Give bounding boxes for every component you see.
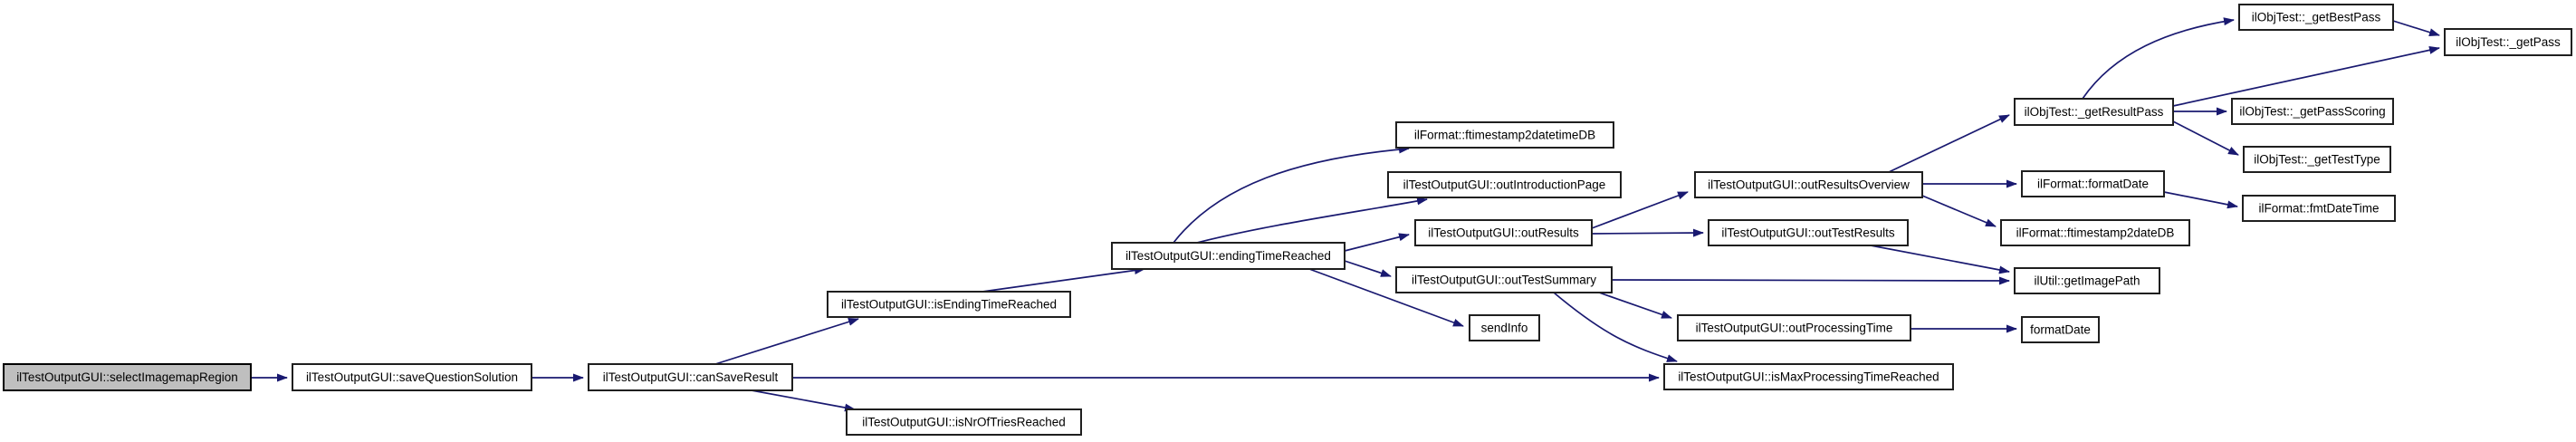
node-label-getPass: ilObjTest::_getPass bbox=[2456, 35, 2561, 49]
node-getBestPass[interactable]: ilObjTest::_getBestPass bbox=[2238, 4, 2394, 31]
edge-endingTimeReached-to-outTestSummary bbox=[1344, 260, 1392, 277]
node-label-getImagePath: ilUtil::getImagePath bbox=[2034, 274, 2140, 288]
node-box-outResults bbox=[1414, 219, 1593, 246]
edge-endingTimeReached-to-outIntroductionPage bbox=[1196, 197, 1428, 244]
edge-outTestSummary-to-getImagePath bbox=[1611, 276, 2010, 285]
node-label-outTestResults: ilTestOutputGUI::outTestResults bbox=[1721, 226, 1895, 240]
edge-getBestPass-to-getPass bbox=[2392, 20, 2440, 37]
node-isMaxProcessingTimeReached[interactable]: ilTestOutputGUI::isMaxProcessingTimeReac… bbox=[1663, 363, 1954, 390]
node-label-getPassScoring: ilObjTest::_getPassScoring bbox=[2239, 105, 2385, 119]
node-endingTimeReached[interactable]: ilTestOutputGUI::endingTimeReached bbox=[1111, 242, 1345, 270]
node-outTestSummary[interactable]: ilTestOutputGUI::outTestSummary bbox=[1395, 266, 1613, 293]
node-box-canSaveResult bbox=[588, 363, 793, 391]
node-label-getResultPass: ilObjTest::_getResultPass bbox=[2025, 105, 2164, 119]
node-box-outResultsOverview bbox=[1694, 171, 1923, 198]
node-outResultsOverview[interactable]: ilTestOutputGUI::outResultsOverview bbox=[1694, 171, 1923, 198]
node-label-getBestPass: ilObjTest::_getBestPass bbox=[2252, 11, 2381, 24]
edge-formatDateIlFormat-to-fmtDateTime bbox=[2163, 191, 2238, 209]
node-label-sendInfo: sendInfo bbox=[1481, 322, 1528, 335]
node-label-getTestType: ilObjTest::_getTestType bbox=[2254, 153, 2380, 167]
edge-outResults-to-outResultsOverview bbox=[1591, 191, 1689, 229]
node-label-outTestSummary: ilTestOutputGUI::outTestSummary bbox=[1412, 274, 1596, 287]
node-box-formatDateIlFormat bbox=[2021, 170, 2165, 197]
node-box-getBestPass bbox=[2238, 4, 2394, 31]
node-box-getPassScoring bbox=[2231, 98, 2394, 125]
edge-endingTimeReached-to-sendInfo bbox=[1308, 268, 1464, 327]
node-box-isNrOfTriesReached bbox=[846, 408, 1082, 436]
node-getResultPass[interactable]: ilObjTest::_getResultPass bbox=[2014, 98, 2174, 126]
node-getPass[interactable]: ilObjTest::_getPass bbox=[2444, 28, 2572, 56]
node-box-outTestSummary bbox=[1395, 266, 1613, 293]
node-box-ftimestamp2dateDB bbox=[2000, 219, 2190, 246]
node-box-getTestType bbox=[2243, 146, 2391, 173]
node-outResults[interactable]: ilTestOutputGUI::outResults bbox=[1414, 219, 1593, 246]
node-getTestType[interactable]: ilObjTest::_getTestType bbox=[2243, 146, 2391, 173]
node-sendInfo[interactable]: sendInfo bbox=[1469, 314, 1540, 341]
node-getImagePath[interactable]: ilUtil::getImagePath bbox=[2014, 267, 2160, 294]
node-box-formatDatePlain bbox=[2021, 316, 2100, 343]
node-fmtDateTime[interactable]: ilFormat::fmtDateTime bbox=[2242, 195, 2396, 222]
node-label-outProcessingTime: ilTestOutputGUI::outProcessingTime bbox=[1696, 322, 1893, 335]
node-box-outIntroductionPage bbox=[1387, 171, 1622, 198]
node-ftimestamp2datetimeDB[interactable]: ilFormat::ftimestamp2datetimeDB bbox=[1395, 121, 1614, 149]
node-box-ftimestamp2datetimeDB bbox=[1395, 121, 1614, 149]
edge-getResultPass-to-getTestType bbox=[2172, 120, 2239, 156]
edge-outResults-to-outTestResults bbox=[1591, 228, 1704, 237]
edge-endingTimeReached-to-ftimestamp2datetimeDB bbox=[1173, 145, 1410, 244]
node-outTestResults[interactable]: ilTestOutputGUI::outTestResults bbox=[1708, 219, 1909, 246]
node-label-selectImagemapRegion: ilTestOutputGUI::selectImagemapRegion bbox=[16, 370, 238, 384]
node-box-getImagePath bbox=[2014, 267, 2160, 294]
node-box-endingTimeReached bbox=[1111, 242, 1345, 270]
node-getPassScoring[interactable]: ilObjTest::_getPassScoring bbox=[2231, 98, 2394, 125]
node-label-outResults: ilTestOutputGUI::outResults bbox=[1428, 226, 1579, 240]
node-selectImagemapRegion: ilTestOutputGUI::selectImagemapRegion bbox=[2, 362, 253, 392]
node-label-fmtDateTime: ilFormat::fmtDateTime bbox=[2258, 202, 2379, 216]
node-isNrOfTriesReached[interactable]: ilTestOutputGUI::isNrOfTriesReached bbox=[846, 408, 1082, 436]
edge-endingTimeReached-to-outResults bbox=[1344, 233, 1410, 252]
edge-outTestSummary-to-isMaxProcessingTimeReached bbox=[1553, 292, 1678, 362]
node-formatDateIlFormat[interactable]: ilFormat::formatDate bbox=[2021, 170, 2165, 197]
node-label-isMaxProcessingTimeReached: ilTestOutputGUI::isMaxProcessingTimeReac… bbox=[1678, 370, 1939, 384]
node-label-ftimestamp2dateDB: ilFormat::ftimestamp2dateDB bbox=[2016, 226, 2175, 240]
edge-outTestResults-to-getImagePath bbox=[1870, 245, 2010, 274]
node-box-outProcessingTime bbox=[1677, 314, 1911, 341]
node-label-formatDateIlFormat: ilFormat::formatDate bbox=[2037, 178, 2149, 191]
edge-layer bbox=[251, 17, 2440, 412]
node-box-getPass bbox=[2444, 28, 2572, 56]
edge-getResultPass-to-getPass bbox=[2172, 45, 2440, 107]
node-label-isNrOfTriesReached: ilTestOutputGUI::isNrOfTriesReached bbox=[862, 416, 1066, 429]
node-ftimestamp2dateDB[interactable]: ilFormat::ftimestamp2dateDB bbox=[2000, 219, 2190, 246]
edge-isEndingTimeReached-to-endingTimeReached bbox=[982, 266, 1145, 293]
edge-outResultsOverview-to-ftimestamp2dateDB bbox=[1921, 195, 1997, 227]
node-label-isEndingTimeReached: ilTestOutputGUI::isEndingTimeReached bbox=[841, 298, 1057, 312]
edge-canSaveResult-to-isNrOfTriesReached bbox=[751, 389, 856, 412]
node-label-saveQuestionSolution: ilTestOutputGUI::saveQuestionSolution bbox=[306, 370, 518, 384]
node-label-endingTimeReached: ilTestOutputGUI::endingTimeReached bbox=[1125, 249, 1331, 263]
node-label-formatDatePlain: formatDate bbox=[2030, 323, 2091, 337]
node-saveQuestionSolution[interactable]: ilTestOutputGUI::saveQuestionSolution bbox=[292, 363, 532, 391]
edge-outResultsOverview-to-getResultPass bbox=[1888, 114, 2010, 173]
node-label-ftimestamp2datetimeDB: ilFormat::ftimestamp2datetimeDB bbox=[1414, 129, 1595, 142]
node-isEndingTimeReached[interactable]: ilTestOutputGUI::isEndingTimeReached bbox=[827, 291, 1071, 318]
node-box-isEndingTimeReached bbox=[827, 291, 1071, 318]
node-canSaveResult[interactable]: ilTestOutputGUI::canSaveResult bbox=[588, 363, 793, 391]
node-label-outResultsOverview: ilTestOutputGUI::outResultsOverview bbox=[1708, 178, 1910, 192]
node-box-outTestResults bbox=[1708, 219, 1909, 246]
node-label-outIntroductionPage: ilTestOutputGUI::outIntroductionPage bbox=[1403, 178, 1606, 192]
node-label-canSaveResult: ilTestOutputGUI::canSaveResult bbox=[603, 370, 779, 384]
edge-canSaveResult-to-isEndingTimeReached bbox=[714, 318, 859, 365]
edge-getResultPass-to-getBestPass bbox=[2082, 17, 2235, 100]
node-box-fmtDateTime bbox=[2242, 195, 2396, 222]
node-outProcessingTime[interactable]: ilTestOutputGUI::outProcessingTime bbox=[1677, 314, 1911, 341]
node-box-isMaxProcessingTimeReached bbox=[1663, 363, 1954, 390]
node-box-saveQuestionSolution bbox=[292, 363, 532, 391]
node-box-selectImagemapRegion bbox=[2, 362, 253, 392]
node-formatDatePlain[interactable]: formatDate bbox=[2021, 316, 2100, 343]
edge-outTestSummary-to-outProcessingTime bbox=[1598, 292, 1672, 319]
node-box-getResultPass bbox=[2014, 98, 2174, 126]
node-box-sendInfo bbox=[1469, 314, 1540, 341]
node-outIntroductionPage[interactable]: ilTestOutputGUI::outIntroductionPage bbox=[1387, 171, 1622, 198]
